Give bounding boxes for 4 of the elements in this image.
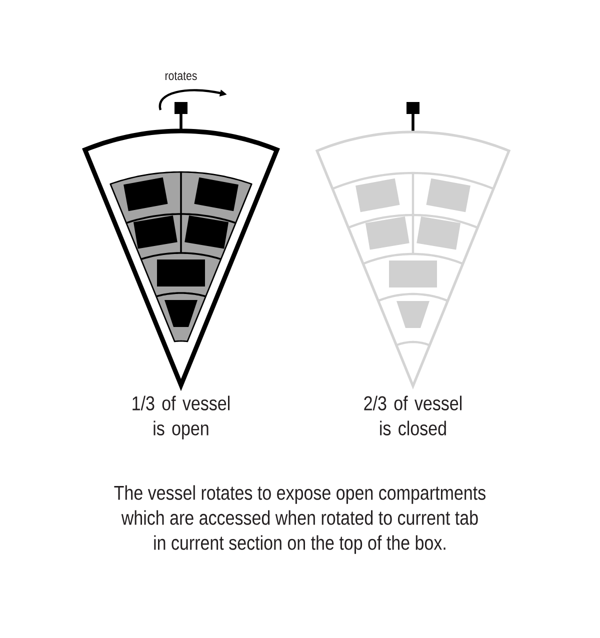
arrow-label: rotates — [165, 72, 197, 80]
node-label: 2/3 of vessel is closed — [364, 396, 462, 436]
node-label: 1/3 of vessel is open — [132, 396, 230, 440]
caption: The vessel rotates to expose open compartments which are accessed when rotated to current tab in current section on the top of the box. — [114, 485, 486, 554]
